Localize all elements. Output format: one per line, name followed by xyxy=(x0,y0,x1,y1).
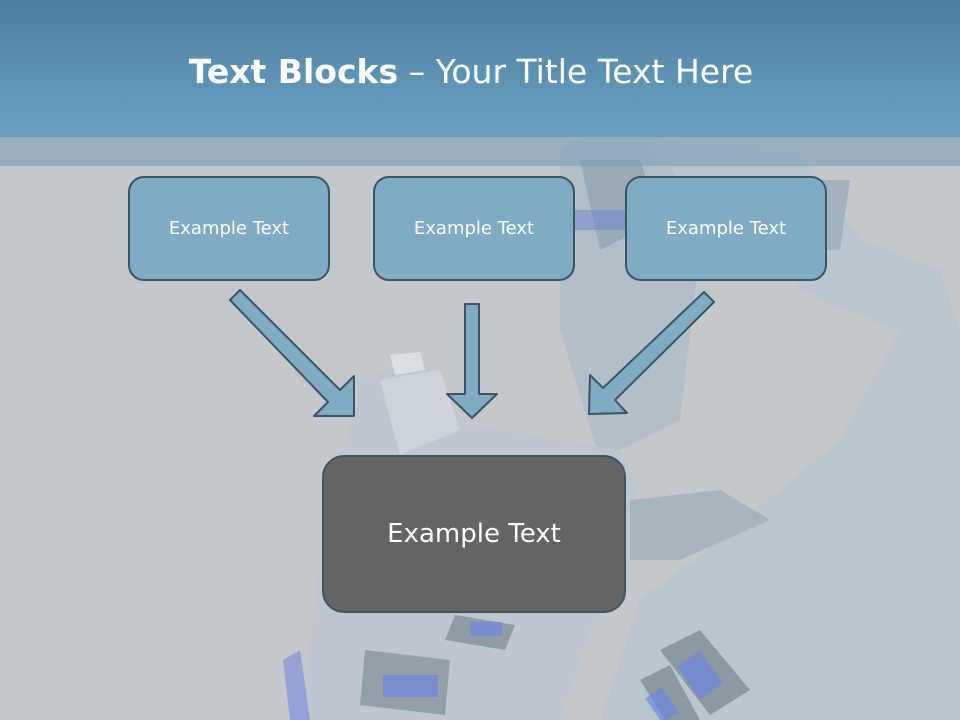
main-text-block[interactable]: Example Text xyxy=(322,455,626,613)
text-block-center[interactable]: Example Text xyxy=(373,176,575,281)
down-left-arrow-icon[interactable] xyxy=(588,291,715,415)
text-block-left[interactable]: Example Text xyxy=(128,176,330,281)
text-block-center-label: Example Text xyxy=(413,218,535,239)
down-right-arrow-icon[interactable] xyxy=(229,289,355,417)
text-block-left-label: Example Text xyxy=(168,218,290,239)
title-bold: Text Blocks xyxy=(188,52,399,91)
title-sub-band xyxy=(0,137,960,166)
title-rest: Your Title Text Here xyxy=(435,52,754,91)
title-band xyxy=(0,0,960,137)
text-block-right-label: Example Text xyxy=(665,218,787,239)
slide-title: Text Blocks – Your Title Text Here xyxy=(0,52,942,91)
text-block-right[interactable]: Example Text xyxy=(625,176,827,281)
title-dash: – xyxy=(398,52,436,91)
down-arrow-icon[interactable] xyxy=(446,303,498,419)
main-text-block-label: Example Text xyxy=(387,519,561,549)
